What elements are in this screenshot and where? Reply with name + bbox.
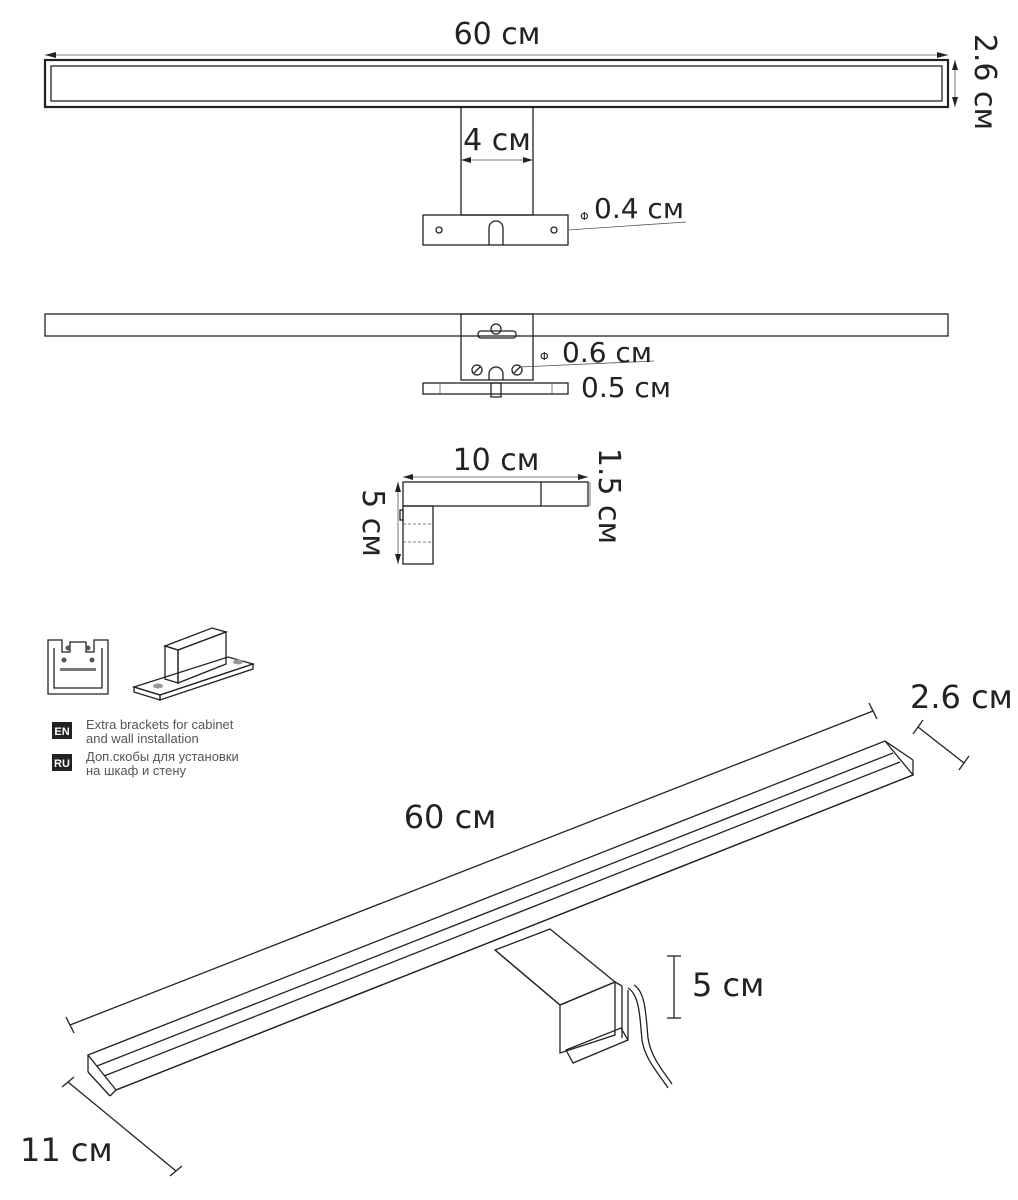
width-label: 60 см — [454, 17, 541, 52]
height-label: 2.6 см — [910, 678, 1013, 716]
drop-label: 5 см — [355, 489, 390, 557]
arrow-right-icon — [523, 157, 533, 163]
dimension-tick — [65, 1016, 75, 1034]
screw-hole-icon — [435, 226, 443, 234]
ru-caption-line1: Доп.скобы для установки — [86, 749, 239, 764]
screw-icon — [511, 364, 523, 376]
depth-label: 10 см — [453, 443, 540, 478]
en-badge-label: EN — [54, 726, 69, 738]
length-dimension-line — [69, 710, 874, 1026]
light-bar-front — [43, 58, 950, 109]
bracket-body — [460, 313, 534, 381]
perspective-view: 60 см 5 см 2.6 см — [20, 678, 1013, 1177]
bar-edge — [109, 1089, 117, 1097]
drop-label: 5 см — [692, 966, 764, 1004]
arrow-down-icon — [952, 97, 958, 107]
bar-edge — [884, 740, 914, 761]
en-caption-line1: Extra brackets for cabinet — [86, 717, 234, 732]
dimension-tick — [61, 1076, 75, 1088]
screw-icon — [471, 364, 483, 376]
screw-hole-icon — [550, 226, 558, 234]
phi-icon: Φ — [580, 210, 589, 223]
en-badge — [52, 722, 72, 739]
screw-slot — [513, 366, 521, 374]
light-bar-rear — [44, 313, 949, 337]
height-dimension-line — [917, 726, 965, 764]
en-caption-line2: and wall installation — [86, 731, 199, 746]
plate-notch — [490, 382, 502, 398]
light-bar-inner — [50, 65, 943, 102]
screw-slot — [473, 366, 481, 374]
power-cable — [633, 984, 673, 1085]
front-view: 60 см 2.6 см 4 см Φ 0.4 см — [43, 17, 1002, 246]
wall-bracket-icon — [131, 627, 256, 701]
mounting-plate — [422, 214, 569, 246]
dimension-tick — [958, 755, 970, 771]
cable-slot — [488, 220, 504, 245]
arrow-up-icon — [395, 482, 401, 492]
ru-caption-line2: на шкаф и стену — [86, 763, 187, 778]
side-bracket — [402, 505, 434, 565]
phi-icon: Φ — [540, 350, 549, 363]
dimension-tick — [912, 719, 924, 735]
hole-leader-line — [519, 360, 655, 368]
side-view: 10 см 1.5 см 5 см — [355, 443, 626, 565]
arrow-left-icon — [45, 52, 56, 58]
perspective-bracket-top — [493, 928, 617, 1006]
cable-slot — [488, 366, 504, 380]
arrow-right-icon — [937, 52, 948, 58]
ru-badge — [52, 754, 72, 771]
plate-thickness-label: 0.5 см — [581, 371, 671, 404]
screw-icon — [490, 323, 502, 335]
bracket-edge — [494, 949, 561, 1006]
diffuser-line — [115, 774, 914, 1091]
height-label: 2.6 см — [967, 34, 1002, 130]
dimension-tick — [169, 1165, 183, 1177]
adjust-slot — [477, 330, 517, 339]
mounting-plate-side — [422, 382, 569, 395]
diffuser-line — [96, 752, 894, 1067]
arrow-right-icon — [578, 474, 588, 480]
hole-leader-line — [567, 221, 687, 231]
perspective-bracket-front — [559, 981, 616, 1054]
side-tab — [399, 509, 404, 521]
bar-height-label: 1.5 см — [591, 448, 626, 544]
bar-edge — [87, 1071, 111, 1097]
cabinet-bracket-icon — [47, 639, 109, 695]
depth-label: 11 см — [20, 1131, 113, 1169]
depth-dimension-line — [67, 1081, 177, 1172]
accessories-section: EN Extra brackets for cabinet and wall i… — [47, 627, 256, 778]
rear-view: Φ 0.6 см 0.5 см — [44, 313, 949, 404]
hole-diameter-label: 0.4 см — [594, 192, 684, 225]
ru-badge-label: RU — [54, 758, 70, 770]
perspective-bracket-foot — [565, 1027, 629, 1064]
power-cable — [627, 987, 669, 1089]
hole-diameter-label: 0.6 см — [562, 336, 652, 369]
stem-width-label: 4 см — [463, 123, 531, 158]
bracket-edge — [614, 981, 623, 987]
arrow-up-icon — [952, 60, 958, 70]
dimension-tick — [868, 702, 878, 720]
length-label: 60 см — [404, 798, 497, 836]
arrow-left-icon — [403, 474, 413, 480]
diffuser-line — [103, 761, 901, 1077]
arrow-down-icon — [395, 554, 401, 564]
arrow-left-icon — [461, 157, 471, 163]
side-bar — [402, 481, 589, 507]
